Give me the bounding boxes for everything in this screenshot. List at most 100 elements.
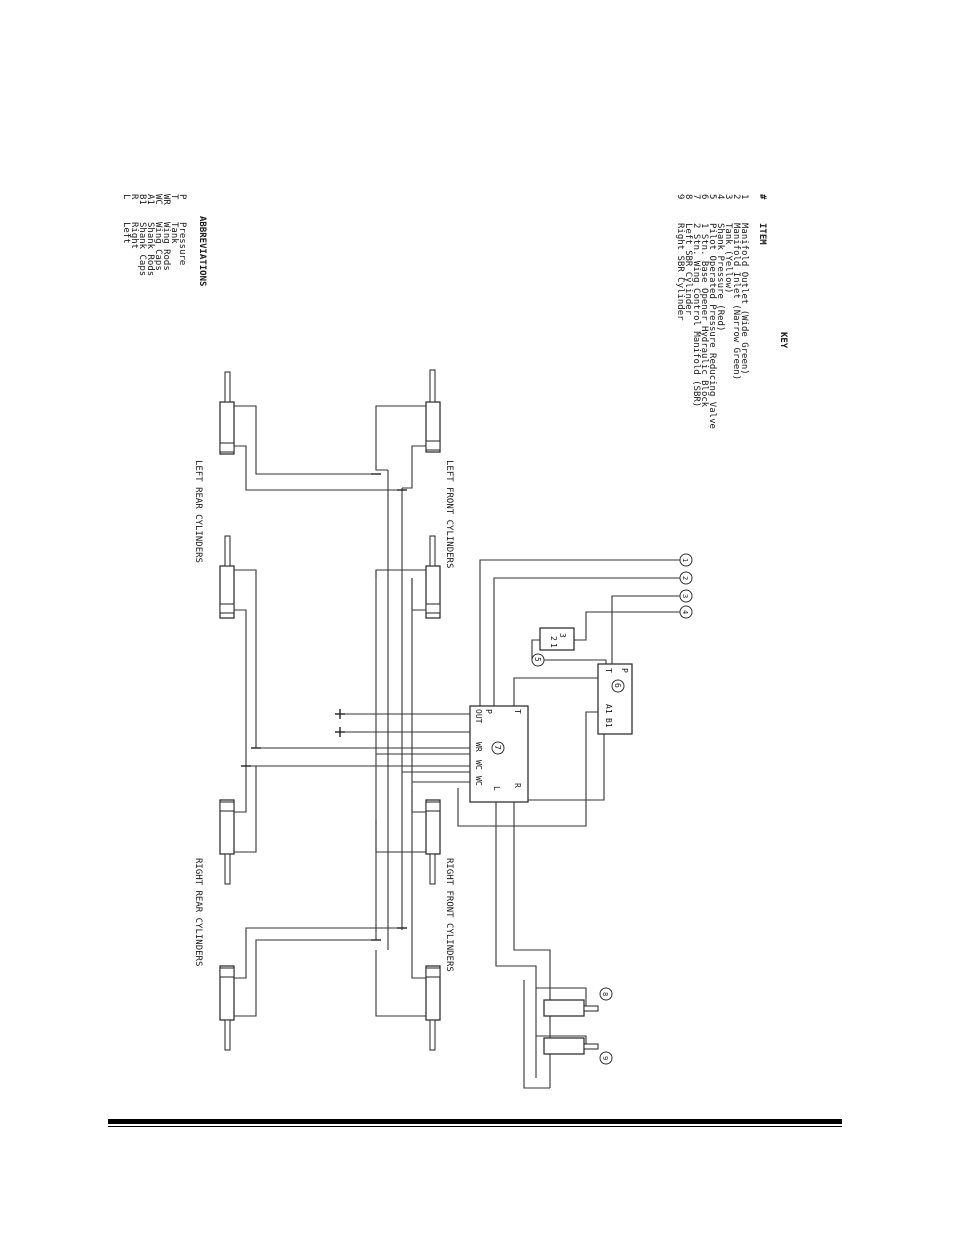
abbr-code: B1 xyxy=(137,194,147,205)
abbr-code: WR xyxy=(161,194,171,205)
cylinder-left-rear-2 xyxy=(219,535,235,619)
abbr-row: L Left xyxy=(121,194,131,244)
key-num: 7 xyxy=(691,194,701,199)
right-sbr-cylinder-9: 9 xyxy=(543,1037,613,1065)
label-right-rear-cylinders: RIGHT REAR CYLINDERS xyxy=(193,858,203,966)
left-sbr-cylinder-8: 8 xyxy=(543,987,613,1017)
key-item-text: Manifold Inlet (Narrow Green) xyxy=(731,223,741,380)
cylinder-right-front-2 xyxy=(425,965,441,1051)
abbr-row: WR Wing Rods xyxy=(161,194,171,271)
callout-2: 2 xyxy=(681,576,689,580)
callout-8: 8 xyxy=(601,992,609,996)
line-callouts: 1 2 3 4 xyxy=(679,553,693,619)
port-l: L xyxy=(492,786,501,791)
key-num: 2 xyxy=(731,194,741,199)
callout-9: 9 xyxy=(601,1056,609,1060)
port-p: P xyxy=(620,668,629,673)
cylinder-right-rear-1 xyxy=(219,799,235,885)
callout-5: 5 xyxy=(533,657,542,662)
abbr-text: Wing Caps xyxy=(153,222,163,271)
abbr-code: L xyxy=(121,194,131,199)
hose-lines xyxy=(234,405,680,1089)
key-col-num: # xyxy=(757,194,767,200)
key-title: KEY xyxy=(778,332,788,349)
key-num: 4 xyxy=(715,194,725,199)
wing-control-manifold-7: T P OUT WR WC WC R L 7 xyxy=(469,705,529,803)
abbreviations-title: ABBREVIATIONS xyxy=(197,216,207,286)
sbr-cylinders: 8 9 xyxy=(543,987,613,1065)
cylinder-left-front-2 xyxy=(425,535,441,619)
cylinder-left-front-1 xyxy=(425,369,441,453)
key-row: 6 1 Stn. Base Opener Hydraulic Block xyxy=(699,194,709,408)
cylinders xyxy=(219,369,441,1051)
key-num: 8 xyxy=(683,194,693,199)
key-item-text: Tank (Yellow) xyxy=(723,223,733,293)
key-item-text: Right SBR Cylinder xyxy=(675,223,685,321)
key-legend: KEY # ITEM 1 Manifold Outlet (Wide Green… xyxy=(675,194,788,429)
port-out: OUT xyxy=(474,709,483,724)
abbr-row: R Right xyxy=(129,194,139,249)
key-num: 5 xyxy=(707,194,717,199)
pressure-reducing-valve-5: 3 2 1 5 xyxy=(531,627,575,667)
abbr-text: Shank Caps xyxy=(137,222,147,276)
key-item-text: Left SBR Cylinder xyxy=(683,223,693,316)
fittings xyxy=(241,473,407,941)
label-right-front-cylinders: RIGHT FRONT CYLINDERS xyxy=(444,858,454,972)
port-t: T xyxy=(604,668,613,673)
callout-7: 7 xyxy=(493,745,502,750)
key-row: 3 Tank (Yellow) xyxy=(723,194,733,293)
port-1: 1 xyxy=(549,643,558,648)
label-left-front-cylinders: LEFT FRONT CYLINDERS xyxy=(444,460,454,568)
base-opener-block-6: P T A1 B1 6 xyxy=(597,663,633,735)
abbr-text: Shank Rods xyxy=(145,222,155,276)
footer-rule-thick xyxy=(108,1119,842,1124)
port-3: 3 xyxy=(558,633,567,638)
key-item-text: Manifold Outlet (Wide Green) xyxy=(739,223,749,375)
abbr-text: Left xyxy=(121,222,131,244)
abbr-row: T Tank xyxy=(169,194,179,244)
key-item-text: 1 Stn. Base Opener Hydraulic Block xyxy=(699,223,709,408)
port-p: P xyxy=(484,709,493,714)
abbr-text: Pressure xyxy=(177,222,187,265)
abbr-row: P Pressure xyxy=(177,194,187,265)
key-row: 2 Manifold Inlet (Narrow Green) xyxy=(731,194,741,380)
port-wc: WC xyxy=(474,776,483,786)
abbr-code: R xyxy=(129,194,139,200)
key-item-text: Shank Pressure (Red) xyxy=(715,223,725,331)
abbr-code: P xyxy=(177,194,187,200)
key-row: 9 Right SBR Cylinder xyxy=(675,194,685,321)
key-num: 1 xyxy=(739,194,749,199)
group-labels: LEFT FRONT CYLINDERS LEFT REAR CYLINDERS… xyxy=(193,460,454,972)
port-b1: B1 xyxy=(604,718,613,728)
port-a1: A1 xyxy=(604,704,613,714)
abbr-text: Right xyxy=(129,222,139,249)
abbr-row: B1 Shank Caps xyxy=(137,194,147,276)
key-item-text: Pilot Operated Pressure Reducing Valve xyxy=(707,223,717,429)
footer-rule-thin xyxy=(108,1126,842,1127)
cylinder-right-rear-2 xyxy=(219,965,235,1051)
abbr-code: A1 xyxy=(145,194,155,205)
port-2: 2 xyxy=(549,636,558,641)
port-t: T xyxy=(513,709,522,714)
abbr-code: T xyxy=(169,194,179,200)
abbr-text: Wing Rods xyxy=(161,222,171,271)
key-col-item: ITEM xyxy=(757,223,767,245)
port-r: R xyxy=(513,783,522,788)
key-num: 6 xyxy=(699,194,709,199)
key-row: 8 Left SBR Cylinder xyxy=(683,194,693,316)
port-wc: WC xyxy=(474,760,483,770)
abbr-row: WC Wing Caps xyxy=(153,194,163,271)
key-row: 7 2 Stn. Wing Control Manifold (SBR) xyxy=(691,194,701,407)
cylinder-right-front-1 xyxy=(425,799,441,885)
key-num: 9 xyxy=(675,194,685,199)
abbr-text: Tank xyxy=(169,222,179,244)
key-num: 3 xyxy=(723,194,733,199)
abbr-code: WC xyxy=(153,194,163,205)
callout-1: 1 xyxy=(681,558,689,562)
port-wr: WR xyxy=(474,742,483,752)
callout-4: 4 xyxy=(681,610,689,614)
callout-6: 6 xyxy=(613,683,622,688)
abbr-row: A1 Shank Rods xyxy=(145,194,155,276)
key-item-text: 2 Stn. Wing Control Manifold (SBR) xyxy=(691,223,701,407)
